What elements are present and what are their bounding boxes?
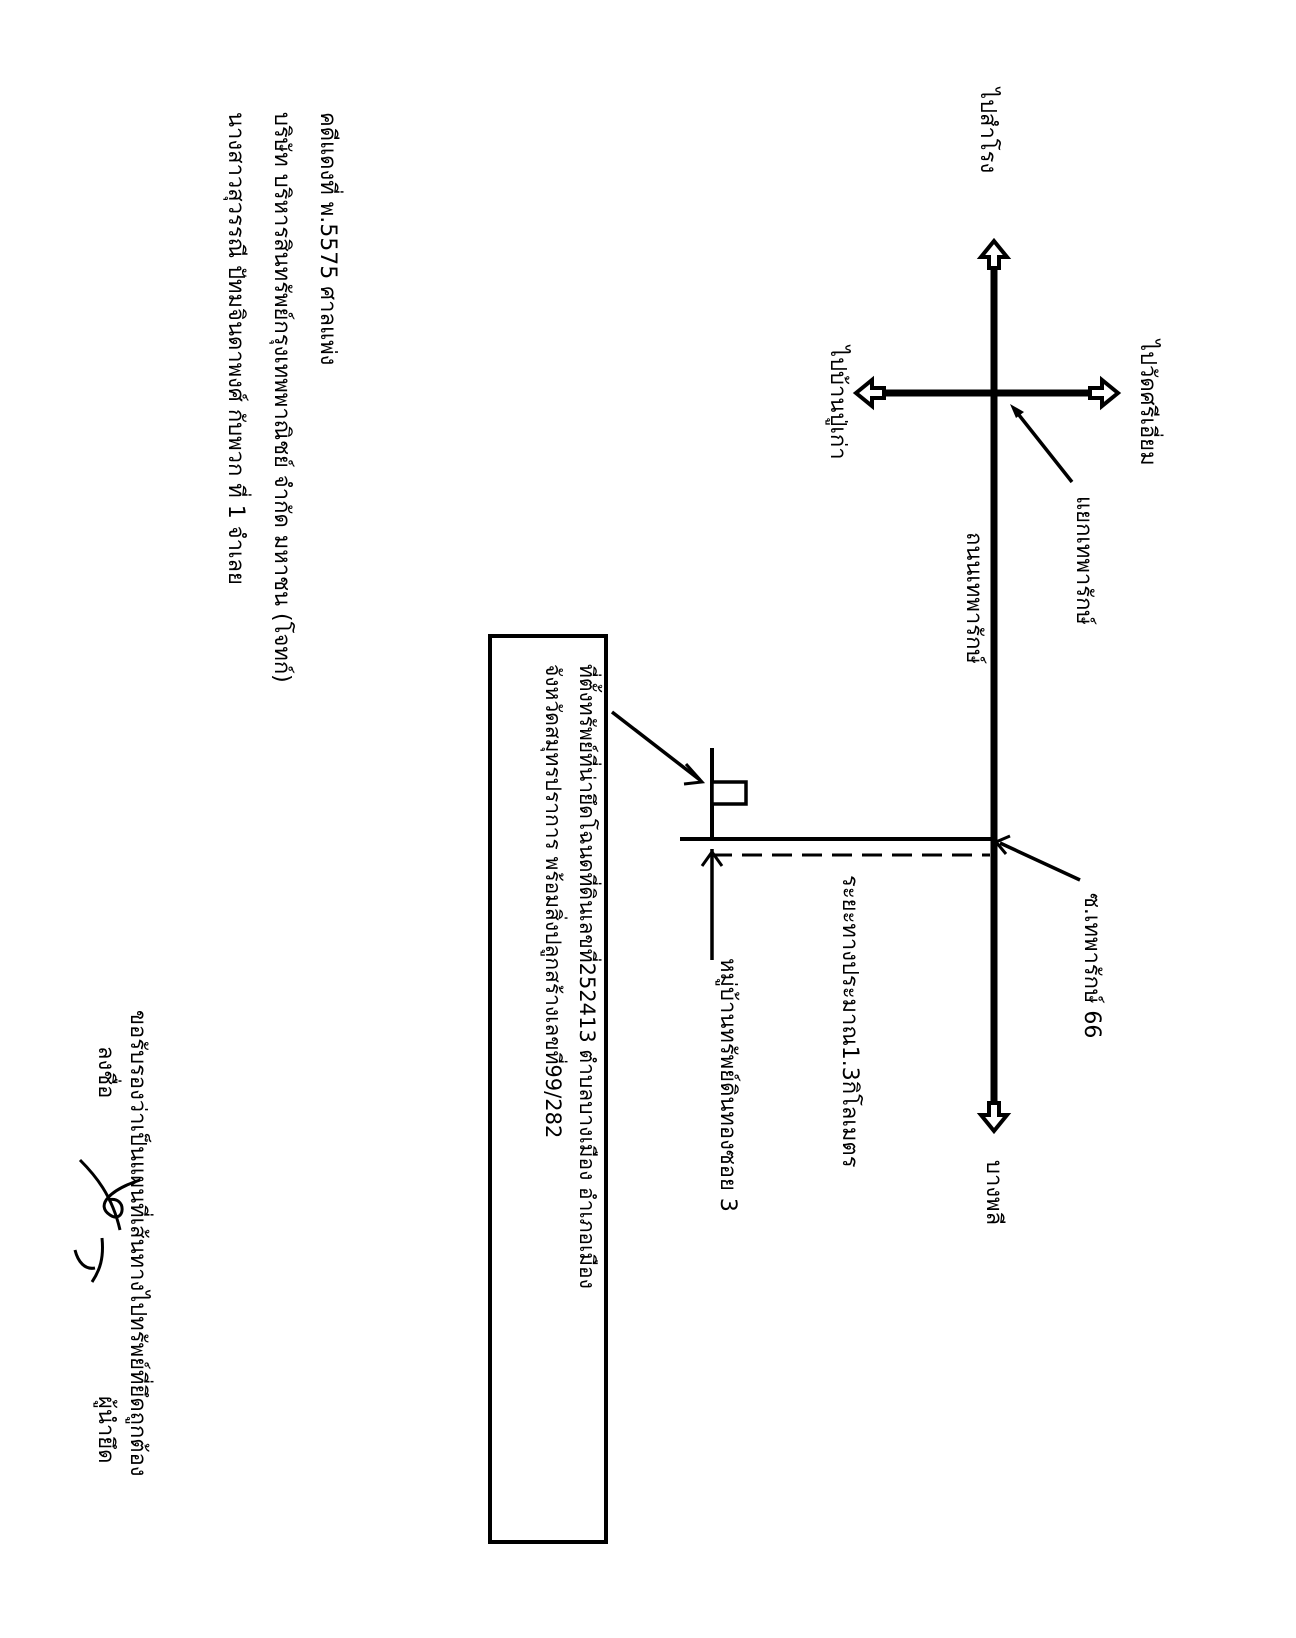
label-thepharak-junction: แยกเทพารักษ์: [1071, 496, 1096, 625]
signature-image: [73, 1158, 141, 1283]
soi66-pointer: [999, 841, 1081, 882]
label-village-soi: หมู่บ้านทรัพย์ดินทองซอย 3: [715, 958, 740, 1212]
label-thepharak-road: ถนนเทพารักษ์: [961, 532, 986, 664]
junction-pointer-head: [1010, 404, 1024, 418]
arrow-right-icon: [1088, 375, 1122, 411]
property-pointer: [610, 710, 702, 782]
case-info-line3: นางสาวสุวรรณี ปัทมจินดาพงศ์ กับพวก ที่ 1…: [223, 112, 248, 585]
case-info-line1: คดีแดงที่ พ.5575 ศาลแพ่ง: [315, 112, 340, 366]
junction-pointer: [1013, 408, 1074, 484]
property-box: [488, 634, 608, 1544]
arrow-left-icon: [852, 375, 886, 411]
signature-line3: ผู้นำยึด: [93, 1396, 118, 1464]
label-bang-phli: บางพลี: [981, 1160, 1006, 1226]
label-to-sam-rong: ไปสำโรง: [975, 88, 1000, 174]
village-pointer-head: [700, 849, 724, 867]
soi66-pointer-head: [993, 834, 1011, 855]
arrow-up-icon: [976, 237, 1012, 270]
signature-line1: ขอรับรองว่าเป็นแผนที่เส้นทางไปทรัพย์ที่ย…: [125, 1010, 150, 1477]
label-distance: ระยะทางประมาณ1.3กิโลเมตร: [837, 875, 862, 1168]
property-box-line2: จังหวัดสมุทรปราการ พร้อมสิ่งปลูกสร้างเลข…: [541, 664, 565, 1139]
property-box-line1: ที่ตั้งทรัพย์ที่น่ายึดโฉนดที่ดินเลขที่25…: [575, 664, 599, 1289]
arrow-down-icon: [976, 1101, 1012, 1135]
label-to-wat-si-iam: ไปวัดศรีเอี่ยม: [1135, 340, 1160, 466]
label-to-ban-pu-kaw: ไปบ้านปู่เก่า: [825, 346, 850, 460]
signature-line2: ลงชื่อ: [93, 1046, 118, 1099]
property-pointer-head: [683, 763, 706, 786]
label-soi-thepharak-66: ซ.เทพารักษ์ 66: [1079, 893, 1104, 1039]
flag-icon: [710, 780, 748, 806]
case-info-line2: บริษัท บริหารสินทรัพย์กรุงเทพพาณิชย์ จำก…: [269, 112, 294, 683]
